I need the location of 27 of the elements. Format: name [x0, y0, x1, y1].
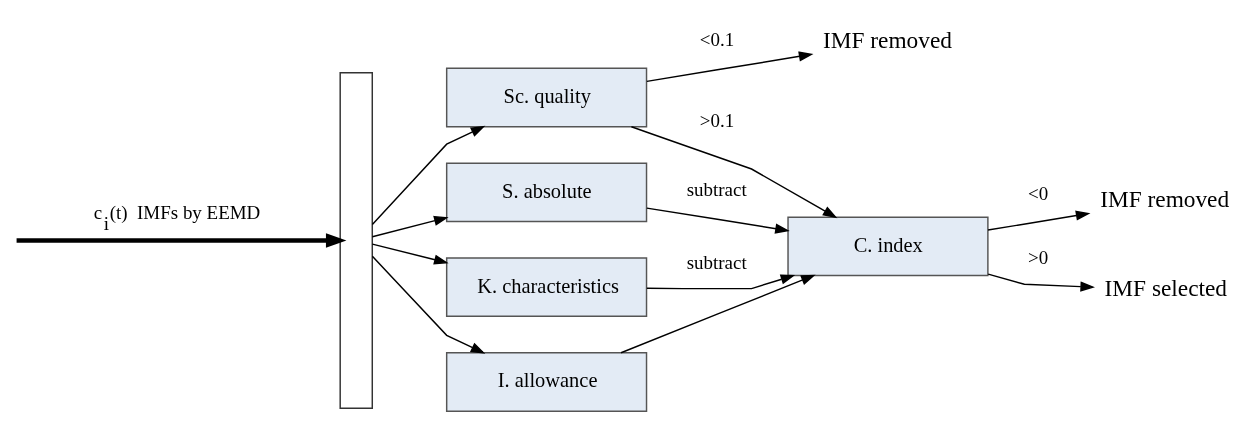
arrow: [987, 273, 1095, 292]
arrow: [987, 210, 1091, 231]
node-box: S. absolute: [445, 162, 648, 223]
node-text: IMF removed: [823, 26, 952, 53]
node-box: Sc. quality: [445, 67, 648, 128]
node-box: I. allowance: [445, 352, 648, 412]
edge-label: <0: [1028, 183, 1049, 205]
node-text: IMF removed: [1100, 185, 1230, 212]
arrow: [646, 274, 796, 290]
edge-label: >0.1: [699, 110, 735, 132]
arrow: [371, 125, 486, 226]
node-box: K. characteristics: [445, 257, 648, 318]
arrow: [620, 274, 816, 354]
arrow: [371, 255, 486, 354]
edge-label: subtract: [686, 251, 747, 273]
edge-label: <0.1: [699, 28, 735, 50]
arrow: [371, 243, 449, 265]
node-text: IMF selected: [1104, 274, 1228, 301]
arrow: [16, 233, 347, 248]
node-box: [339, 72, 373, 409]
node-box: C. index: [787, 216, 989, 277]
arrow: [630, 126, 838, 219]
arrow: [371, 215, 449, 238]
arrow: [646, 207, 790, 234]
edge-label: >0: [1028, 247, 1049, 269]
edge-label: subtract: [686, 178, 747, 200]
arrow: [646, 51, 814, 83]
